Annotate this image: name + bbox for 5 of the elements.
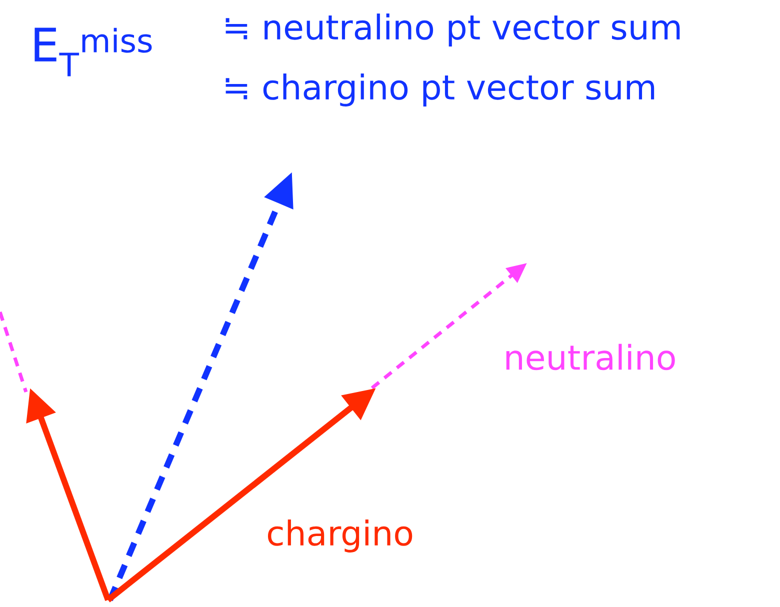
equation-line: ≒ neutralino pt vector sum [226,14,680,46]
quantity-symbol: E$_{T}$miss [34,28,152,76]
particle-label: chargino [268,520,412,552]
particle-label: neutralino [506,344,675,370]
equation-line: ≒ chargino pt vector sum [226,74,654,106]
